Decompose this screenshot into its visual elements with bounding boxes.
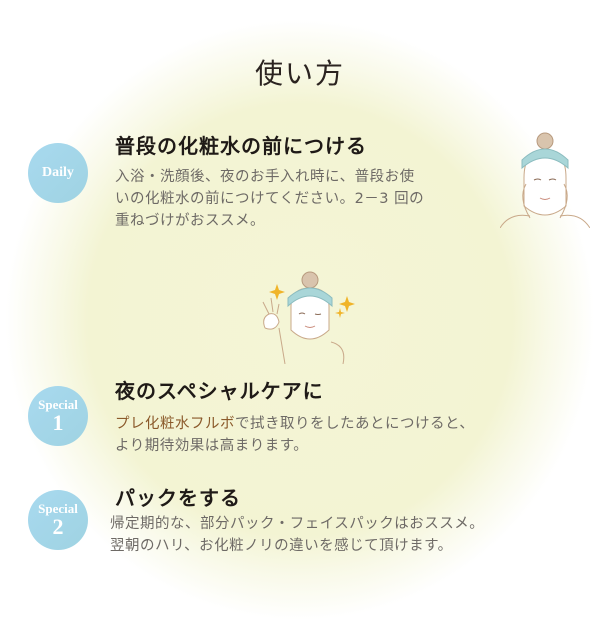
section-body-special-1: プレ化粧水フルボで拭き取りをしたあとにつけると、 より期待効果は高まります。 [115, 416, 475, 454]
badge-special-2: Special 2 [28, 490, 88, 550]
page-title: 使い方 [254, 57, 345, 90]
section-heading-daily: 普段の化粧水の前につける [115, 134, 367, 158]
woman-ok-sign-illustration [262, 271, 355, 364]
badge-special-1: Special 1 [28, 386, 88, 446]
badge-number: 1 [52, 410, 64, 435]
badge-label: Special [38, 501, 78, 516]
woman-applying-lotion-illustration [500, 132, 590, 228]
sparkle-icon [335, 308, 345, 318]
section-body-special-2: 帰定期的な、部分パック・フェイスパックはおススメ。 翌朝のハリ、お化粧ノリの違い… [110, 516, 485, 554]
product-link[interactable]: プレ化粧水フルボ [115, 416, 235, 432]
badge-daily: Daily [28, 143, 88, 203]
badge-label: Special [38, 397, 78, 412]
section-heading-special-2: パックをする [115, 486, 241, 510]
sparkle-icon [339, 296, 355, 312]
badge-label: Daily [42, 165, 74, 180]
sparkle-icon [269, 284, 285, 300]
badge-number: 2 [52, 514, 64, 539]
section-body-daily: 入浴・洗顔後、夜のお手入れ時に、普段お使 いの化粧水の前につけてください。2－3… [115, 169, 425, 229]
section-heading-special-1: 夜のスペシャルケアに [115, 379, 324, 403]
